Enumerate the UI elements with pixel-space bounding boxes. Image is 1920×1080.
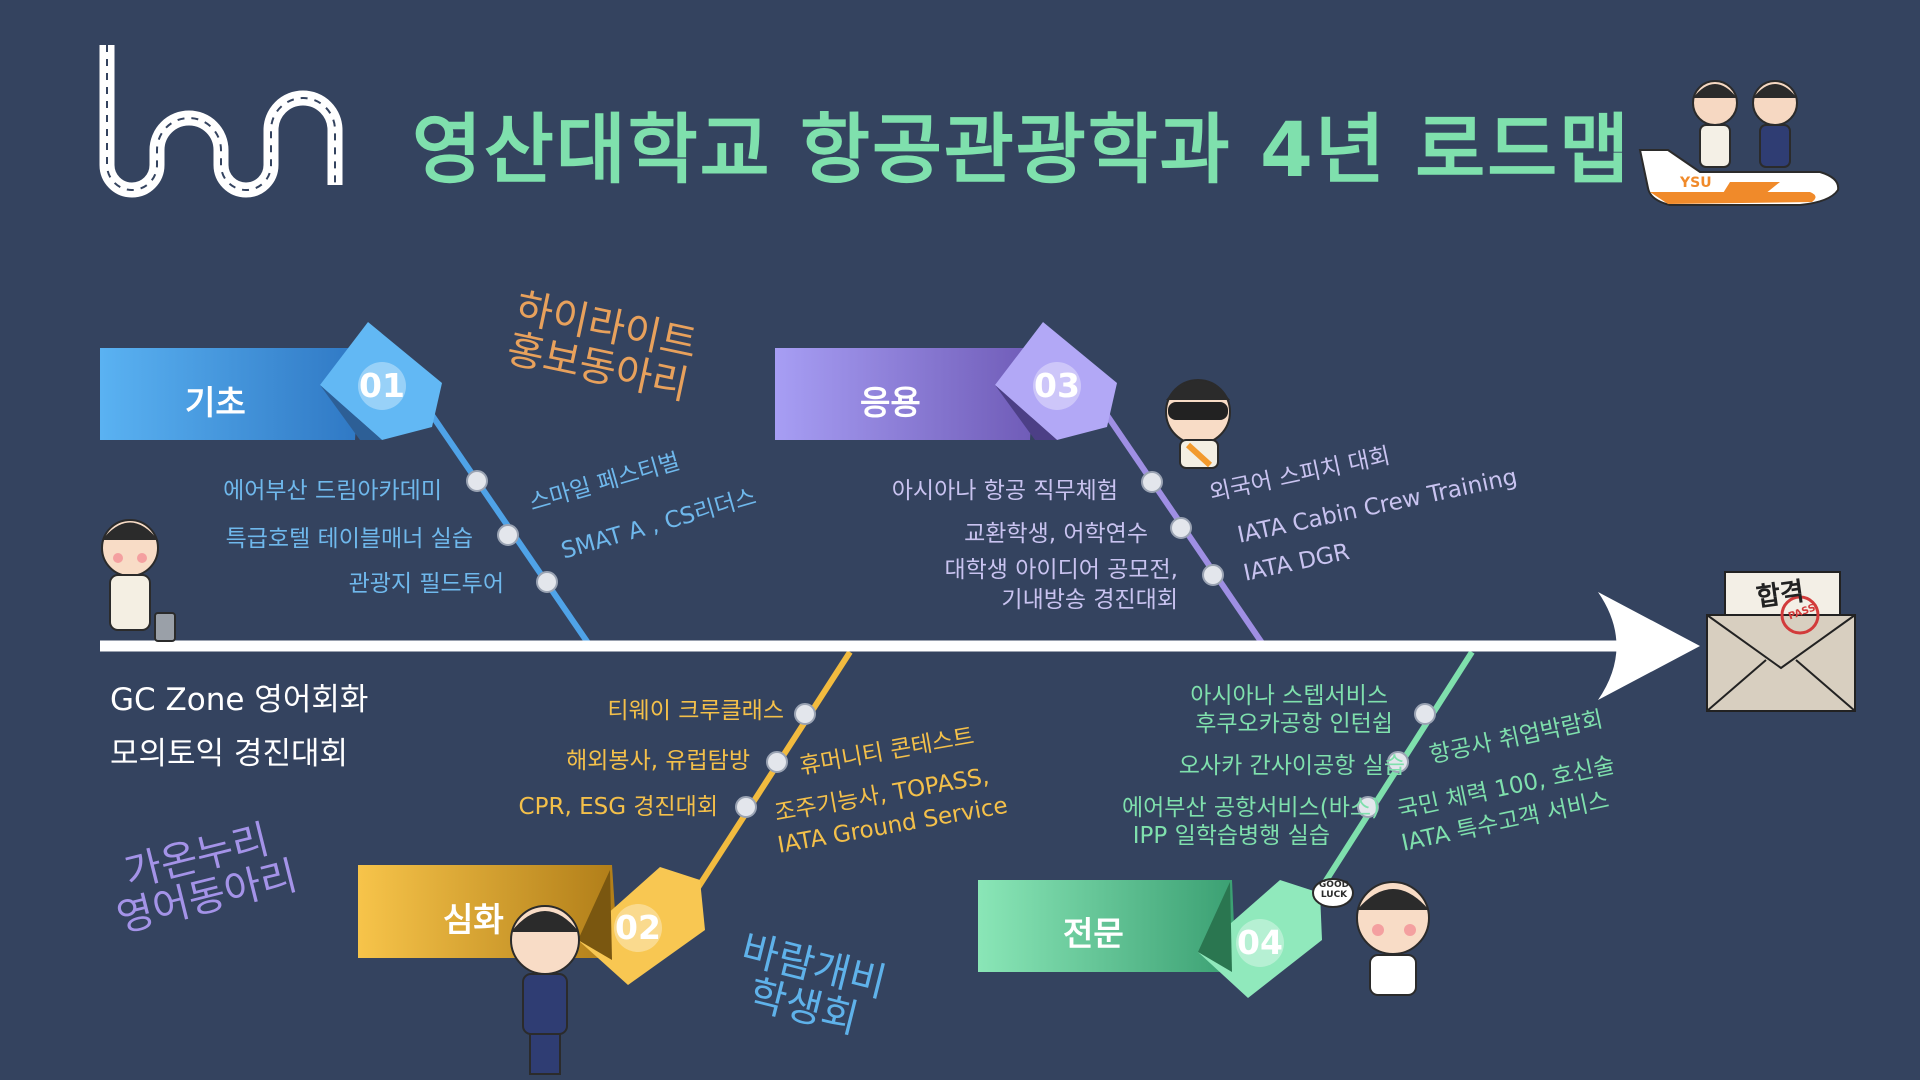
stage-3-item: 교환학생, 어학연수 — [964, 521, 1148, 547]
stage-3-badge-shade — [995, 385, 1057, 440]
stage-1-item: 특급호텔 테이블매너 실습 — [225, 526, 473, 552]
dot — [1170, 517, 1192, 539]
dot — [497, 524, 519, 546]
dot — [766, 751, 788, 773]
stage-4-banner-bg — [978, 880, 1236, 972]
stage-4-badge-shade — [1198, 882, 1232, 972]
dot — [1357, 796, 1379, 818]
stage-3-item: 기내방송 경진대회 — [1001, 587, 1178, 613]
stage-2-item: 해외봉사, 유럽탐방 — [566, 748, 750, 774]
stage-2-label: 심화 — [443, 900, 504, 939]
arrow-head-icon — [1598, 592, 1700, 700]
stage-3-number: 03 — [1034, 366, 1080, 405]
stage-1-badge-shade — [320, 385, 382, 440]
stage-1-label: 기초 — [185, 383, 246, 422]
character-left — [101, 519, 176, 642]
stage-1-badge — [320, 322, 442, 440]
stage-1-item: 에어부산 드림아카데미 — [223, 478, 442, 504]
connector-stage-2 — [687, 650, 853, 902]
stage-3-banner-bg — [775, 348, 1035, 440]
plane-logo: YSU — [1680, 175, 1712, 191]
airplane-icon — [1638, 80, 1840, 206]
common-program: 모의토익 경진대회 — [110, 736, 349, 772]
stage-4-number: 04 — [1237, 923, 1283, 962]
goodluck-bubble: GOOD LUCK — [1318, 880, 1350, 900]
stage-4-item: 후쿠오카공항 인턴쉽 — [1195, 711, 1393, 737]
dot — [1414, 703, 1436, 725]
stage-3-item: 대학생 아이디어 공모전, — [944, 557, 1178, 583]
dot — [1387, 751, 1409, 773]
dot — [735, 796, 757, 818]
stage-3-label: 응용 — [860, 383, 921, 422]
stage-4-item: IPP 일학습병행 실습 — [1132, 823, 1330, 849]
character-stage-2 — [510, 905, 580, 1075]
stage-4-item: 아시아나 스텝서비스 — [1190, 683, 1388, 709]
stage-1-item: 관광지 필드투어 — [348, 571, 504, 597]
page-title: 영산대학교 항공관광학과 4년 로드맵 — [412, 105, 1632, 194]
stage-3-item: 아시아나 항공 직무체험 — [891, 478, 1118, 504]
stage-2-item: CPR, ESG 경진대회 — [518, 794, 718, 820]
road-logo-icon — [99, 45, 343, 198]
common-program: GC Zone 영어회화 — [110, 682, 369, 718]
connector-stage-1 — [422, 403, 591, 645]
dot — [794, 703, 816, 725]
stage-3-badge — [995, 322, 1117, 440]
envelope-icon — [1706, 571, 1856, 712]
stage-4-item: 에어부산 공항서비스(바스) — [1121, 795, 1380, 821]
character-stage-4 — [1312, 878, 1430, 996]
stage-2-item: 티웨이 크루클래스 — [607, 698, 784, 724]
character-stage-3 — [1165, 379, 1231, 469]
dot — [536, 571, 558, 593]
stage-1-number: 01 — [359, 366, 405, 405]
stage-2-badge-shade — [578, 870, 612, 960]
stage-4-item: 오사카 간사이공항 실습 — [1178, 753, 1405, 779]
stage-1-banner-bg — [100, 348, 360, 440]
dot — [1202, 564, 1224, 586]
stage-2-number: 02 — [615, 908, 661, 947]
stage-4-label: 전문 — [1063, 914, 1124, 953]
dot — [466, 470, 488, 492]
dot — [1141, 471, 1163, 493]
